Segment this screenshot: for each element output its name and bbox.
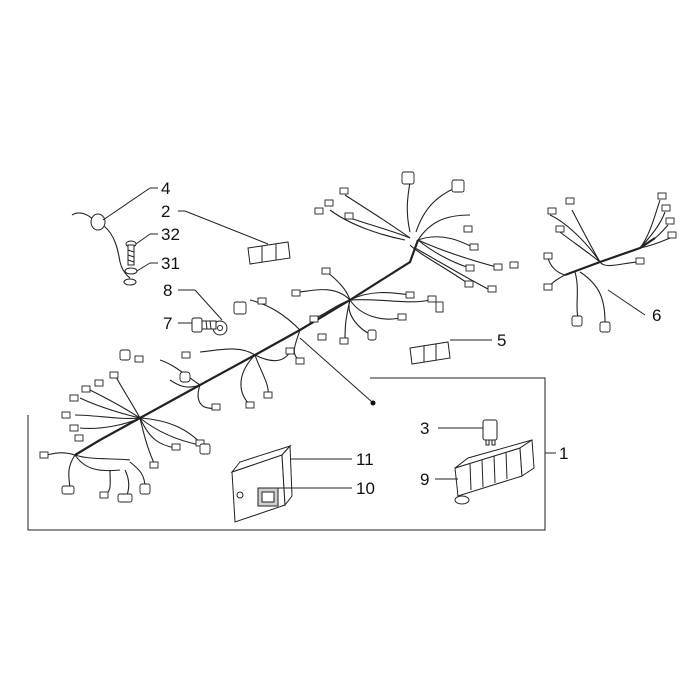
leader-4 (102, 187, 151, 221)
callout-6: 6 (652, 306, 661, 325)
callout-1: 1 (559, 444, 568, 463)
callout-31: 31 (161, 254, 180, 273)
leader-6 (607, 289, 646, 316)
fuse-part (482, 419, 498, 446)
callout-2: 2 (161, 202, 170, 221)
screw-part (125, 240, 137, 266)
callout-9: 9 (420, 470, 429, 489)
bolt-part-7 (191, 317, 217, 333)
main-wiring-harness (39, 171, 519, 503)
washer-part (124, 267, 138, 275)
fuse-box-part (454, 439, 535, 505)
leader-8b (194, 289, 223, 321)
kit-bracket-frame (27, 377, 546, 531)
callout-7: 7 (163, 314, 172, 333)
callout-32: 32 (161, 225, 180, 244)
callout-8: 8 (163, 281, 172, 300)
leader-31 (136, 262, 151, 272)
callout-4: 4 (161, 179, 170, 198)
leader-harness-dot (370, 400, 376, 406)
callout-11: 11 (356, 450, 374, 469)
leader-32 (135, 233, 151, 245)
leader-harness (299, 337, 373, 403)
cable-clip-part-2 (247, 241, 291, 265)
cable-clip-part-5 (409, 341, 451, 365)
leader-2 (184, 210, 269, 245)
control-unit-part (230, 444, 293, 523)
callout-3: 3 (420, 419, 429, 438)
ground-cable-part (71, 212, 137, 286)
callout-5: 5 (497, 331, 506, 350)
secondary-wiring-harness (543, 192, 677, 333)
callout-10: 10 (356, 479, 375, 498)
